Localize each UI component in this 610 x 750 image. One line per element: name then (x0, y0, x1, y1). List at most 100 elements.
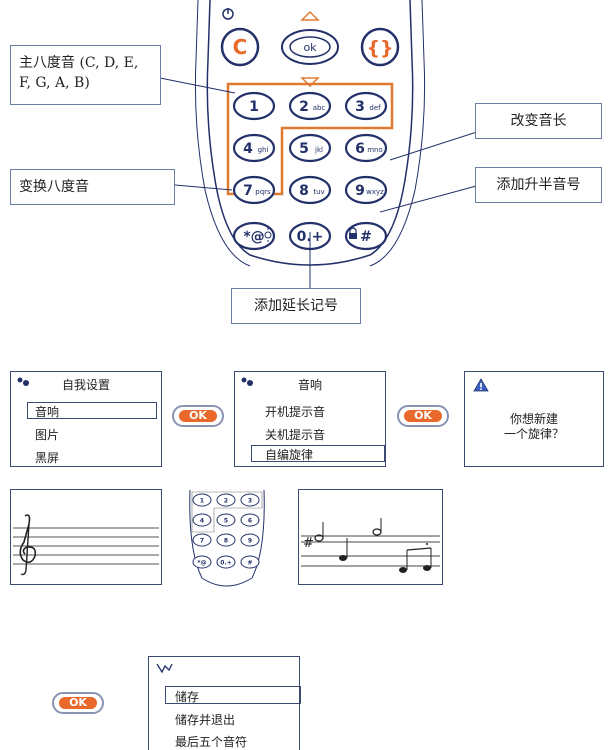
mini-key-5: 5 (216, 513, 236, 527)
callout-add-sharp: 添加升半音号 (475, 167, 602, 203)
new-melody-prompt-line2: 一个旋律？ (503, 427, 564, 441)
settings-item-screen[interactable]: 黑屏 (35, 451, 60, 465)
mini-key-digit: 4 (200, 518, 204, 525)
brightness-icon (261, 228, 275, 242)
new-melody-prompt-line1: 你想新建 (509, 412, 558, 426)
callout-add-sharp-text: 添加升半音号 (496, 177, 581, 193)
ok-nav-key[interactable]: ok (281, 29, 339, 65)
music-menu-icon (156, 663, 173, 674)
mini-key-9: 9 (240, 533, 260, 547)
key-letters: mno (367, 146, 383, 154)
mini-key-6: 6 (240, 513, 260, 527)
key-digit: 6 (355, 141, 365, 157)
callout-main-octave-text: 主八度音 (C, D, E, F, G, A, B) (19, 55, 139, 91)
key-1[interactable]: 1 (232, 91, 276, 121)
key-letters: pqrs (255, 188, 271, 196)
callout-change-length-text: 改变音长 (510, 113, 567, 129)
mini-keypad-illustration: 1 2 3 4 5 6 7 8 9 *@ 0.+ # (189, 490, 265, 587)
mini-key-1: 1 (192, 493, 212, 507)
sound-item-shutdown[interactable]: 关机提示音 (265, 428, 326, 442)
clear-key[interactable]: C (220, 27, 260, 67)
svg-text:#: # (303, 536, 314, 551)
key-letters: ghi (258, 146, 269, 154)
key-digit: 3 (355, 99, 365, 115)
mini-key-3: 3 (240, 493, 260, 507)
notes-staff-screen: # (298, 489, 443, 585)
key-letters: jkl (314, 146, 323, 154)
key-10[interactable]: *@ (232, 221, 276, 251)
main-octave-highlight (226, 82, 394, 196)
ok-button-1[interactable]: OK (172, 405, 224, 427)
mini-key-digit: # (247, 560, 252, 567)
mini-key-2: 2 (216, 493, 236, 507)
settings-item-sound[interactable]: 音响 (35, 405, 60, 419)
lock-icon (349, 227, 357, 239)
callout-main-octave: 主八度音 (C, D, E, F, G, A, B) (10, 45, 161, 105)
mini-key-digit: 9 (248, 538, 252, 545)
mini-key-digit: 2 (224, 498, 228, 505)
settings-item-picture[interactable]: 图片 (35, 428, 60, 442)
ok-button-3-label: OK (59, 697, 97, 709)
power-icon[interactable] (222, 8, 234, 20)
note-2 (372, 518, 382, 536)
mini-key-digit: 5 (224, 518, 228, 525)
settings-menu-icon (17, 377, 29, 386)
mini-key-digit: 6 (248, 518, 252, 525)
note-4 (423, 548, 432, 571)
settings-title: 自我设置 (61, 378, 110, 392)
key-letters: wxyz (366, 188, 384, 196)
callout-add-extension-text: 添加延长记号 (254, 298, 338, 314)
callout-change-octave: 变换八度音 (10, 169, 175, 205)
empty-staff-screen (10, 489, 162, 585)
empty-staff (13, 514, 159, 576)
sound-menu-icon (241, 377, 253, 386)
key-digit: 8 (299, 183, 309, 199)
save-screen: 储存 储存并退出 最后五个音符 (148, 656, 301, 750)
mini-key-4: 4 (192, 513, 212, 527)
callout-change-octave-text: 变换八度音 (19, 179, 89, 195)
callout-add-extension: 添加延长记号 (231, 288, 361, 324)
sound-item-startup[interactable]: 开机提示音 (265, 405, 326, 419)
mini-key-10: *@ (192, 555, 212, 569)
warning-icon (473, 378, 489, 392)
mini-key-11: 0.+ (216, 555, 236, 569)
mini-key-digit: 8 (224, 538, 228, 545)
save-item-last-five[interactable]: 最后五个音符 (175, 735, 248, 749)
selection-highlight (27, 402, 157, 419)
save-item-save[interactable]: 储存 (175, 690, 200, 704)
call-key[interactable]: {} (360, 27, 400, 67)
sound-screen: 音响 开机提示音 关机提示音 自编旋律 (234, 371, 386, 467)
note-1 (339, 538, 348, 561)
mini-key-12: # (240, 555, 260, 569)
sharp-note: # (303, 522, 324, 551)
key-digit: # (360, 229, 372, 245)
sound-item-melody[interactable]: 自编旋律 (265, 448, 314, 462)
svg-text:{}: {} (366, 37, 393, 59)
mini-key-digit: 1 (200, 498, 204, 505)
save-item-save-exit[interactable]: 储存并退出 (175, 713, 236, 727)
notes-staff: # (301, 518, 440, 573)
new-melody-screen: 你想新建 一个旋律？ (464, 371, 604, 467)
key-digit: 4 (243, 141, 253, 157)
callout-change-length: 改变音长 (475, 103, 602, 139)
mini-key-8: 8 (216, 533, 236, 547)
ok-button-1-label: OK (179, 410, 217, 422)
ok-button-2[interactable]: OK (397, 405, 449, 427)
key-8[interactable]: 8 tuv (288, 175, 332, 205)
ok-button-3[interactable]: OK (52, 692, 104, 714)
sound-title: 音响 (297, 378, 322, 392)
clear-key-label: C (233, 35, 248, 59)
mini-key-digit: 7 (200, 538, 204, 545)
ok-nav-label: ok (303, 41, 317, 54)
key-letters: tuv (313, 188, 324, 196)
mini-key-7: 7 (192, 533, 212, 547)
key-4[interactable]: 4 ghi (232, 133, 276, 163)
note-3 (399, 550, 408, 573)
